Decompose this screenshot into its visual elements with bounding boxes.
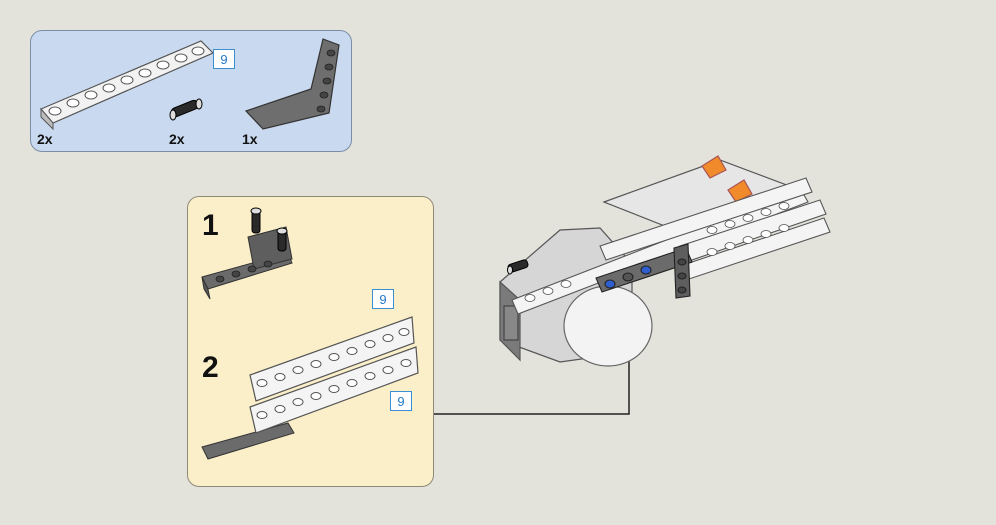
beam-length-badge: 9 [213,49,235,69]
step-number-1: 1 [202,209,219,242]
parts-illustration [40,38,340,131]
step-1-assembly [201,207,293,300]
model-beams [511,177,831,315]
model-beam-holes [524,202,790,302]
step-panel: 1 2 9 9 [187,196,434,487]
model-black-pin [507,259,529,275]
step-number-2: 2 [202,351,219,384]
parts-list-panel: 2x 2x 1x 9 [30,30,352,152]
model-angled-beam [595,243,693,299]
pin-quantity: 2x [169,131,185,147]
arrowhead-icon [618,298,640,324]
step-2-assembly [201,316,419,460]
angled-beam-quantity: 1x [242,131,258,147]
beam-length-badge-upper: 9 [372,289,394,309]
black-pin-part [169,98,203,121]
beam-quantity: 2x [37,131,53,147]
step-illustration [201,207,419,460]
connector-arrow [434,318,630,415]
beam-length-badge-lower: 9 [390,391,412,411]
motor-model [499,155,802,367]
dark-grey-angled-beam-part [244,38,340,130]
light-grey-beam-part [40,40,215,131]
